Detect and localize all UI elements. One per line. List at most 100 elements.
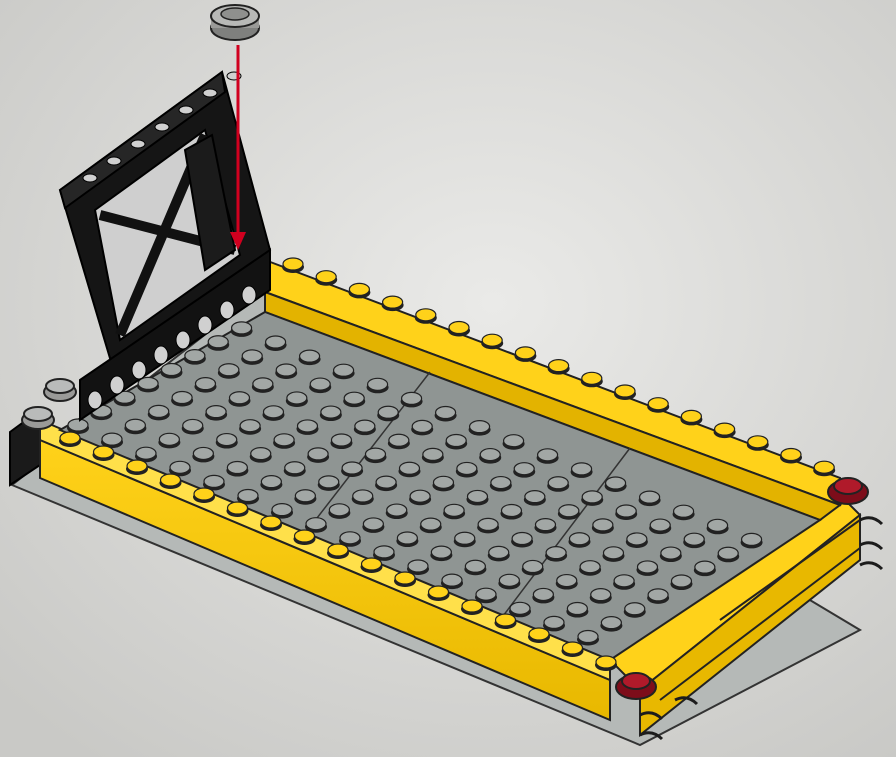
baseplate-stud — [556, 573, 578, 588]
baseplate-stud — [534, 518, 557, 532]
baseplate-stud — [558, 504, 580, 518]
baseplate-stud — [543, 615, 565, 630]
baseplate-stud — [373, 545, 395, 559]
frame-hole — [109, 375, 125, 395]
frame-hole — [131, 360, 147, 380]
baseplate-stud — [343, 391, 365, 405]
baseplate-stud — [260, 475, 282, 489]
yellow-stud — [282, 257, 304, 271]
yellow-stud — [327, 543, 349, 557]
baseplate-stud — [194, 377, 217, 391]
yellow-stud — [780, 447, 802, 462]
baseplate-stud — [328, 503, 350, 517]
yellow-stud — [394, 571, 416, 585]
yellow-stud — [260, 515, 282, 529]
baseplate-stud — [264, 335, 287, 349]
yellow-stud — [461, 599, 483, 613]
baseplate-stud — [488, 545, 510, 559]
baseplate-stud — [228, 391, 251, 405]
baseplate-stud — [67, 418, 89, 432]
baseplate-stud — [566, 601, 588, 616]
baseplate-stud — [706, 518, 729, 532]
baseplate-stud — [307, 447, 329, 461]
red-corner-studs — [615, 477, 869, 700]
baseplate-stud — [454, 531, 476, 545]
baseplate-stud — [135, 446, 157, 460]
baseplate-stud — [400, 391, 423, 406]
baseplate-stud — [522, 559, 544, 574]
yellow-stud — [614, 384, 636, 398]
baseplate-stud — [568, 532, 591, 546]
yellow-stud — [713, 422, 736, 436]
yellow-stud — [59, 431, 81, 445]
yellow-stud — [595, 655, 617, 669]
black-ladder-frame — [58, 70, 272, 422]
left-corner-studs — [21, 378, 77, 430]
baseplate-stud — [398, 461, 421, 475]
baseplate-stud — [207, 335, 229, 349]
baseplate-stud — [230, 321, 253, 335]
baseplate-stud — [320, 405, 342, 419]
yellow-stud — [427, 585, 450, 599]
baseplate-stud — [579, 560, 601, 574]
frame-hole — [154, 122, 170, 132]
baseplate-stud — [226, 460, 248, 475]
baseplate-stud — [441, 573, 463, 587]
baseplate-stud — [511, 531, 533, 546]
baseplate-stud — [137, 376, 159, 390]
baseplate-stud — [409, 489, 431, 503]
yellow-stud — [226, 501, 249, 515]
baseplate-stud — [305, 517, 327, 531]
baseplate-stud — [184, 349, 206, 363]
yellow-stud — [680, 409, 703, 423]
baseplate-stud — [318, 475, 340, 489]
yellow-stud — [813, 460, 835, 474]
baseplate-stud — [218, 363, 240, 377]
baseplate-stud — [524, 490, 546, 504]
baseplate-stud — [169, 460, 191, 474]
baseplate-stud — [464, 559, 486, 573]
frame-hole — [219, 300, 235, 320]
yellow-stud — [581, 371, 603, 385]
baseplate-stud — [352, 489, 374, 503]
baseplate-stud — [420, 517, 442, 531]
frame-hole — [178, 105, 194, 115]
baseplate-stud — [203, 474, 225, 488]
baseplate-stud — [532, 587, 554, 602]
baseplate-stud — [694, 560, 716, 574]
yellow-stud — [126, 459, 148, 473]
placement-arrow — [230, 45, 246, 250]
yellow-stud — [415, 308, 437, 322]
baseplate-stud — [502, 434, 525, 448]
baseplate-stud — [377, 405, 399, 419]
frame-hole — [82, 173, 98, 183]
baseplate-stud — [396, 531, 418, 545]
baseplate-stud — [649, 518, 671, 532]
baseplate-stud — [479, 447, 501, 462]
yellow-stud — [514, 346, 537, 360]
baseplate-stud — [615, 504, 637, 518]
yellow-stud — [293, 529, 316, 543]
baseplate-stud — [600, 616, 622, 630]
baseplate-stud — [590, 588, 612, 602]
baseplate-stud — [432, 475, 455, 489]
yellow-stud — [494, 613, 517, 627]
baseplate-stud — [683, 532, 705, 546]
baseplate-stud — [273, 433, 295, 447]
baseplate-stud — [286, 391, 308, 405]
baseplate-stud — [182, 418, 204, 433]
baseplate-stud — [239, 419, 261, 433]
baseplate-stud — [577, 629, 599, 644]
baseplate-stud — [160, 362, 183, 377]
baseplate-stud — [456, 461, 478, 476]
baseplate-stud — [262, 405, 285, 419]
baseplate-stud — [241, 349, 263, 363]
baseplate-stud — [536, 448, 559, 462]
baseplate-stud — [604, 476, 627, 490]
baseplate-stud — [271, 503, 293, 517]
yellow-front-studs — [59, 431, 617, 671]
baseplate-stud — [430, 545, 452, 559]
frame-hole — [175, 330, 191, 350]
frame-hole — [241, 285, 257, 305]
yellow-stud — [547, 359, 570, 373]
